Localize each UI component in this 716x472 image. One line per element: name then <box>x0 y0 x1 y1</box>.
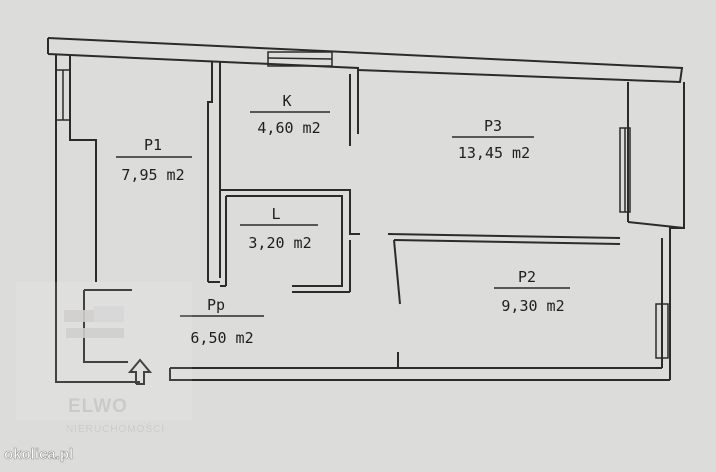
room-label-l: L 3,20 m2 <box>240 205 318 252</box>
room-area-p2: 9,30 m2 <box>501 297 564 315</box>
room-name-p2: P2 <box>518 268 536 286</box>
room-name-k: K <box>282 92 291 110</box>
brand-logo-icon <box>64 306 124 338</box>
up-arrow-icon <box>127 358 153 385</box>
room-label-pp: Pp 6,50 m2 <box>180 296 264 347</box>
room-name-l: L <box>271 205 280 223</box>
watermark: ELWO NIERUCHOMOŚCI okolica.pl <box>4 282 192 463</box>
room-area-p3: 13,45 m2 <box>458 144 530 162</box>
room-area-k: 4,60 m2 <box>257 119 320 137</box>
room-label-p2: P2 9,30 m2 <box>494 268 570 315</box>
watermark-subtitle: NIERUCHOMOŚCI <box>66 422 165 435</box>
watermark-brand: ELWO <box>68 396 128 417</box>
room-area-l: 3,20 m2 <box>248 234 311 252</box>
room-label-p1: P1 7,95 m2 <box>116 136 192 184</box>
room-label-p3: P3 13,45 m2 <box>452 117 534 162</box>
room-area-p1: 7,95 m2 <box>121 166 184 184</box>
room-name-p1: P1 <box>144 136 162 154</box>
room-name-p3: P3 <box>484 117 502 135</box>
windows <box>55 51 669 359</box>
interior-walls <box>207 62 621 368</box>
watermark-site: okolica.pl <box>4 446 73 463</box>
room-area-pp: 6,50 m2 <box>190 329 253 347</box>
room-label-k: K 4,60 m2 <box>250 92 330 137</box>
room-name-pp: Pp <box>207 296 225 314</box>
